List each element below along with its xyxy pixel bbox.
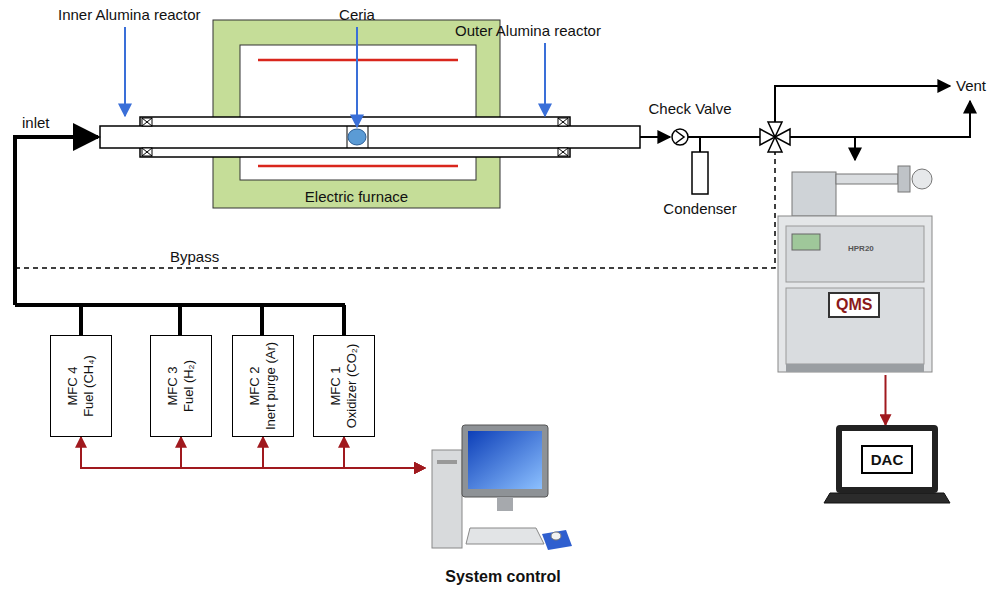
mouse bbox=[551, 532, 561, 540]
three-way-valve bbox=[768, 122, 782, 152]
rotated-text: MFC 4Fuel (CH₄) bbox=[65, 355, 97, 417]
part-label: Vent bbox=[956, 77, 986, 95]
pc-screen bbox=[468, 431, 542, 489]
mfc-number: MFC 3 bbox=[165, 360, 181, 412]
qms-instrument: HPR20QMS bbox=[752, 158, 935, 375]
bypass-line bbox=[15, 146, 775, 268]
part-label: Bypass bbox=[170, 248, 219, 266]
gas-name: Inert purge (Ar) bbox=[263, 342, 279, 430]
inlet-line bbox=[15, 137, 98, 305]
monitor-stand bbox=[497, 497, 513, 511]
part-label: Inner Alumina reactor bbox=[58, 6, 201, 24]
pc-monitor bbox=[462, 425, 548, 497]
signal-connector bbox=[81, 437, 425, 468]
qms-panel bbox=[786, 288, 924, 364]
inlet-capillary bbox=[836, 174, 898, 184]
seal-cross bbox=[142, 118, 152, 126]
furnace-body bbox=[213, 20, 500, 208]
mfc-box: MFC 3Fuel (H₂) bbox=[150, 335, 212, 437]
seal bbox=[142, 148, 152, 156]
outlet-line bbox=[688, 136, 760, 138]
outlet-line bbox=[640, 136, 670, 138]
furnace-box: Electric furnace bbox=[213, 20, 500, 208]
part-label: inlet bbox=[22, 114, 50, 132]
instrument-label: QMS bbox=[828, 292, 880, 318]
text-holder: Electric furnace bbox=[213, 188, 500, 206]
text-holder: System control bbox=[425, 567, 581, 586]
signal-connector bbox=[181, 437, 425, 468]
gas-name: Fuel (CH₄) bbox=[81, 355, 97, 417]
laptop-base bbox=[824, 493, 950, 503]
seal bbox=[558, 148, 568, 156]
gas-manifold bbox=[15, 305, 345, 335]
computer-node: System control bbox=[425, 422, 581, 588]
keyboard bbox=[466, 528, 544, 544]
leader-arrow bbox=[356, 27, 358, 127]
pc-tower bbox=[432, 450, 462, 548]
flange bbox=[898, 166, 910, 192]
sample-holder bbox=[368, 126, 369, 148]
seal-cross bbox=[558, 148, 568, 156]
screen-label: DAC bbox=[861, 445, 914, 474]
inner-tube bbox=[100, 126, 640, 148]
vent-line bbox=[775, 86, 950, 122]
laptop-screen: DAC bbox=[836, 425, 938, 493]
rotated-text: MFC 2Inert purge (Ar) bbox=[247, 342, 279, 430]
seal-cross bbox=[142, 148, 152, 156]
rotated-text: MFC 1Oxidizer (CO₂) bbox=[328, 344, 360, 429]
furnace-label: Electric furnace bbox=[213, 188, 500, 206]
qms-panel bbox=[786, 226, 924, 282]
part-label: Outer Alumina reactor bbox=[455, 22, 601, 40]
part-label: Ceria bbox=[339, 6, 375, 24]
rotated-text: MFC 3Fuel (H₂) bbox=[165, 360, 197, 412]
mouse-pad bbox=[542, 530, 572, 550]
gauge bbox=[912, 169, 932, 189]
part-label: Check Valve bbox=[648, 100, 731, 118]
ceria-sample bbox=[348, 129, 366, 145]
qms-cabinet bbox=[778, 216, 932, 372]
check-valve bbox=[676, 131, 684, 143]
leader-arrow bbox=[544, 43, 546, 116]
part-label: Condenser bbox=[663, 200, 736, 218]
qms-display bbox=[792, 234, 820, 250]
node-caption: System control bbox=[425, 567, 581, 586]
sample-line bbox=[854, 137, 856, 160]
mfc-number: MFC 1 bbox=[328, 344, 344, 429]
model-name: HPR20 bbox=[848, 244, 874, 253]
end-seals bbox=[142, 118, 568, 156]
leader-arrow bbox=[124, 27, 126, 116]
seal bbox=[558, 118, 568, 126]
vent-line bbox=[790, 101, 970, 137]
mfc-number: MFC 2 bbox=[247, 342, 263, 430]
qms-base bbox=[786, 364, 924, 372]
mfc-box: MFC 2Inert purge (Ar) bbox=[232, 335, 294, 437]
sample-holder bbox=[347, 126, 348, 148]
gas-name: Fuel (H₂) bbox=[181, 360, 197, 412]
check-valve bbox=[672, 129, 688, 145]
vacuum-chamber bbox=[792, 172, 836, 216]
signal-connector bbox=[344, 437, 425, 468]
pc-drive bbox=[437, 460, 457, 464]
seal-cross bbox=[558, 118, 568, 126]
signal-connector bbox=[885, 375, 887, 425]
condenser bbox=[692, 152, 708, 194]
seal bbox=[142, 118, 152, 126]
signal-connector bbox=[263, 437, 425, 468]
gas-name: Oxidizer (CO₂) bbox=[344, 344, 360, 429]
mfc-box: MFC 1Oxidizer (CO₂) bbox=[313, 335, 375, 437]
mfc-box: MFC 4Fuel (CH₄) bbox=[50, 335, 112, 437]
mfc-number: MFC 4 bbox=[65, 355, 81, 417]
heater-element bbox=[258, 165, 458, 168]
